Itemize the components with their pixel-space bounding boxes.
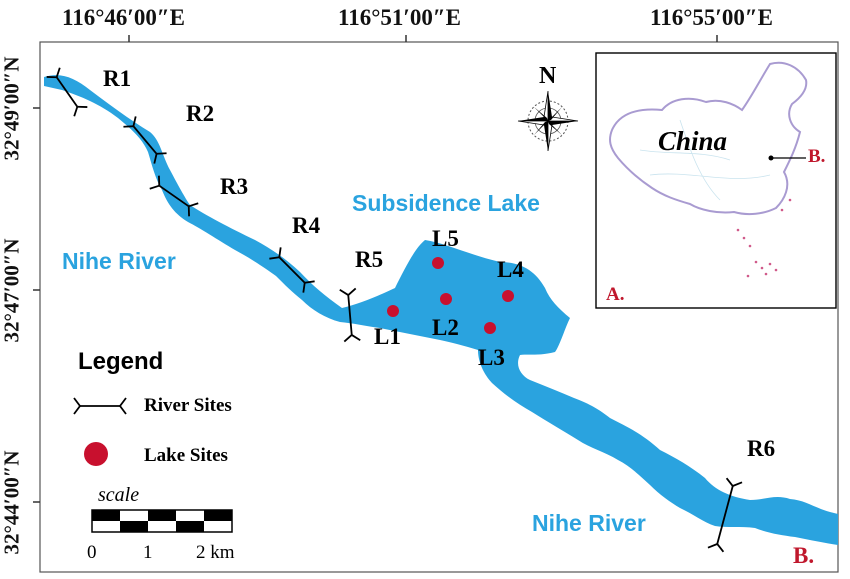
scale-tick-0: 0 [87,542,97,563]
lat-label-mid: 32°47′00″N [0,238,24,343]
nihe-river-label-lower: Nihe River [532,510,646,536]
legend-lake-site-icon [84,442,108,466]
river-site-label-r6: R6 [747,436,776,461]
lake-site-label-l3: L3 [478,345,505,370]
lon-label-left: 116°46′00″E [62,5,185,30]
lake-site-label-l4: L4 [497,257,524,282]
legend-river-sites-label: River Sites [144,395,232,416]
lake-site-label-l2: L2 [432,315,459,340]
inset-panel-label: A. [606,284,625,305]
river-site-label-r4: R4 [292,213,321,238]
north-label: N [539,63,557,89]
lake-site-l4-dot [502,290,514,302]
subsidence-lake-label: Subsidence Lake [352,190,540,216]
scale-bar-title: scale [98,484,140,506]
nihe-river-label-upper: Nihe River [62,248,176,274]
lake-site-l3-dot [484,322,496,334]
lat-label-bottom: 32°44′00″N [0,450,24,555]
river-site-r4-marker [269,247,315,293]
legend-lake-sites-label: Lake Sites [144,445,228,466]
china-outline [609,61,808,216]
lake-site-label-l1: L1 [374,324,401,349]
lat-label-top: 32°49′00″N [0,56,24,161]
lake-site-l5-dot [432,257,444,269]
legend-title: Legend [78,348,164,375]
river-site-label-r3: R3 [220,174,249,199]
inset-country-label: China [658,126,728,156]
river-site-r6-marker [707,477,743,553]
river-site-label-r2: R2 [186,101,215,126]
river-site-label-r1: R1 [103,66,132,91]
lake-site-l1-dot [387,305,399,317]
scale-tick-2: 2 km [196,542,235,563]
legend-river-site-icon [73,397,127,415]
river-site-r5-marker [339,287,361,343]
lon-label-mid: 116°51′00″E [338,5,461,30]
main-panel-label: B. [793,543,815,568]
inset-location-label: B. [808,146,826,167]
china-inset-map [595,52,837,309]
lake-site-label-l5: L5 [432,226,459,251]
nihe-river-water [44,75,838,545]
river-site-r1-marker [46,67,88,117]
scale-bar [91,509,233,533]
compass-rose-icon [517,90,579,152]
graticule-ticks [33,35,718,503]
study-location-dot [768,155,774,161]
river-site-r2-marker [123,116,167,164]
river-site-label-r5: R5 [355,247,384,272]
lake-site-markers [387,257,514,334]
river-site-r3-marker [149,175,199,217]
lake-site-l2-dot [440,293,452,305]
map-frame [39,41,839,573]
lon-label-right: 116°55′00″E [650,5,773,30]
scale-tick-1: 1 [143,542,153,563]
river-site-markers [46,67,743,553]
